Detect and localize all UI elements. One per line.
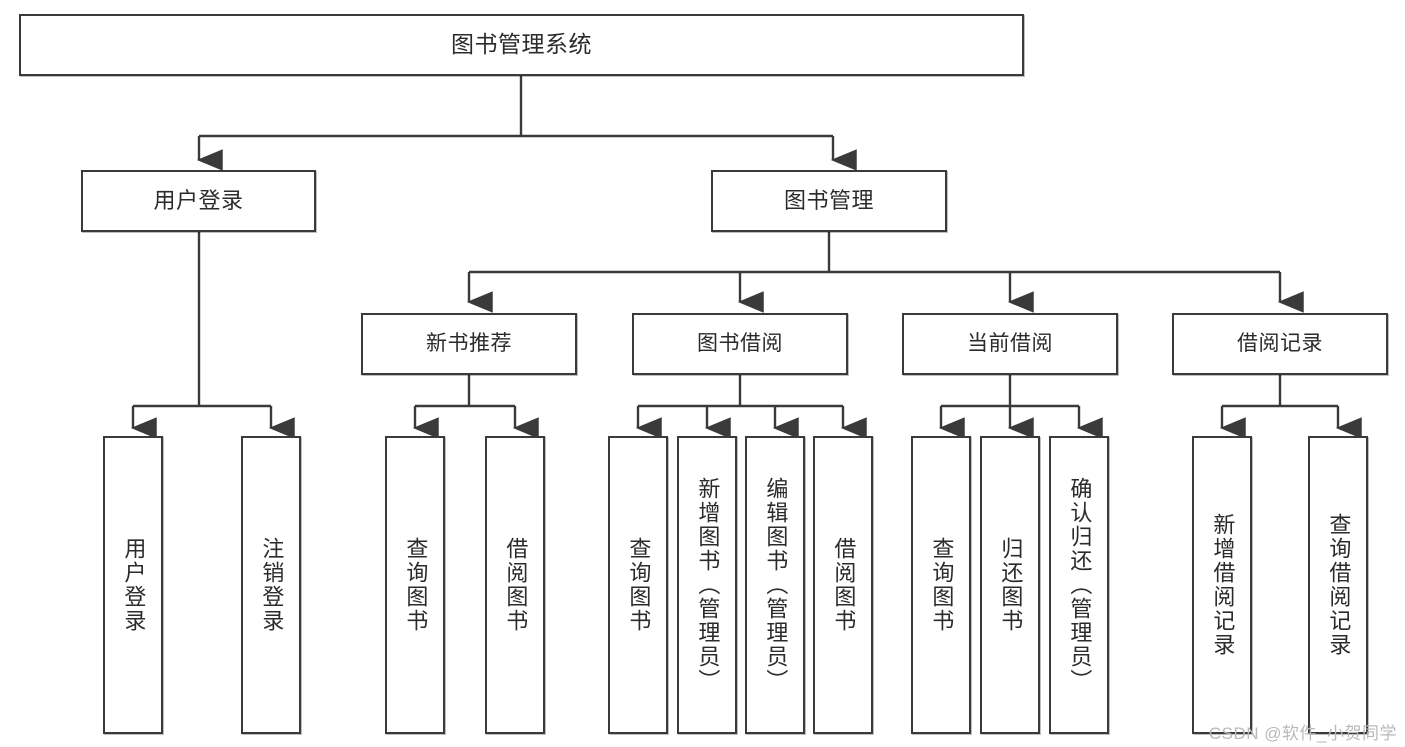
leaf-current-return-book[interactable]: 归还图书	[980, 436, 1040, 734]
node-label: 编辑图书（管理员）	[763, 477, 789, 693]
node-label: 查询借阅记录	[1326, 513, 1352, 657]
node-user-login[interactable]: 用户登录	[81, 170, 316, 232]
node-label: 查询图书	[929, 537, 955, 633]
node-label: 归还图书	[998, 537, 1024, 633]
node-label: 查询图书	[403, 537, 429, 633]
node-borrow-record[interactable]: 借阅记录	[1172, 313, 1388, 375]
node-label: 图书管理系统	[451, 31, 592, 58]
leaf-record-query-borrow-record[interactable]: 查询借阅记录	[1308, 436, 1368, 734]
leaf-record-add-borrow-record[interactable]: 新增借阅记录	[1192, 436, 1252, 734]
node-book-management[interactable]: 图书管理	[711, 170, 947, 232]
leaf-user-login-logout[interactable]: 注销登录	[241, 436, 301, 734]
leaf-recommend-borrow-book[interactable]: 借阅图书	[485, 436, 545, 734]
leaf-borrow-edit-book-admin[interactable]: 编辑图书（管理员）	[745, 436, 805, 734]
leaf-current-query-book[interactable]: 查询图书	[911, 436, 971, 734]
csdn-watermark: CSDN @软件_小贺同学	[1208, 724, 1397, 743]
leaf-current-confirm-return-admin[interactable]: 确认归还（管理员）	[1049, 436, 1109, 734]
leaf-recommend-query-book[interactable]: 查询图书	[385, 436, 445, 734]
leaf-user-login-login[interactable]: 用户登录	[103, 436, 163, 734]
node-label: 图书借阅	[697, 332, 783, 356]
node-label: 图书管理	[783, 187, 874, 213]
node-label: 新增借阅记录	[1210, 513, 1236, 657]
node-label: 借阅图书	[831, 537, 857, 633]
node-label: 用户登录	[153, 187, 244, 213]
node-label: 用户登录	[121, 537, 147, 633]
node-root-book-management-system[interactable]: 图书管理系统	[19, 14, 1024, 76]
node-label: 借阅图书	[503, 537, 529, 633]
leaf-borrow-query-book[interactable]: 查询图书	[608, 436, 668, 734]
node-current-borrow[interactable]: 当前借阅	[902, 313, 1118, 375]
node-label: 注销登录	[259, 537, 285, 633]
node-label: 当前借阅	[967, 332, 1053, 356]
node-book-borrow[interactable]: 图书借阅	[632, 313, 848, 375]
node-new-book-recommend[interactable]: 新书推荐	[361, 313, 577, 375]
node-label: 借阅记录	[1237, 332, 1323, 356]
leaf-borrow-add-book-admin[interactable]: 新增图书（管理员）	[677, 436, 737, 734]
node-label: 新书推荐	[426, 332, 512, 356]
node-label: 查询图书	[626, 537, 652, 633]
node-label: 新增图书（管理员）	[695, 477, 721, 693]
leaf-borrow-borrow-book[interactable]: 借阅图书	[813, 436, 873, 734]
node-label: 确认归还（管理员）	[1067, 477, 1093, 693]
